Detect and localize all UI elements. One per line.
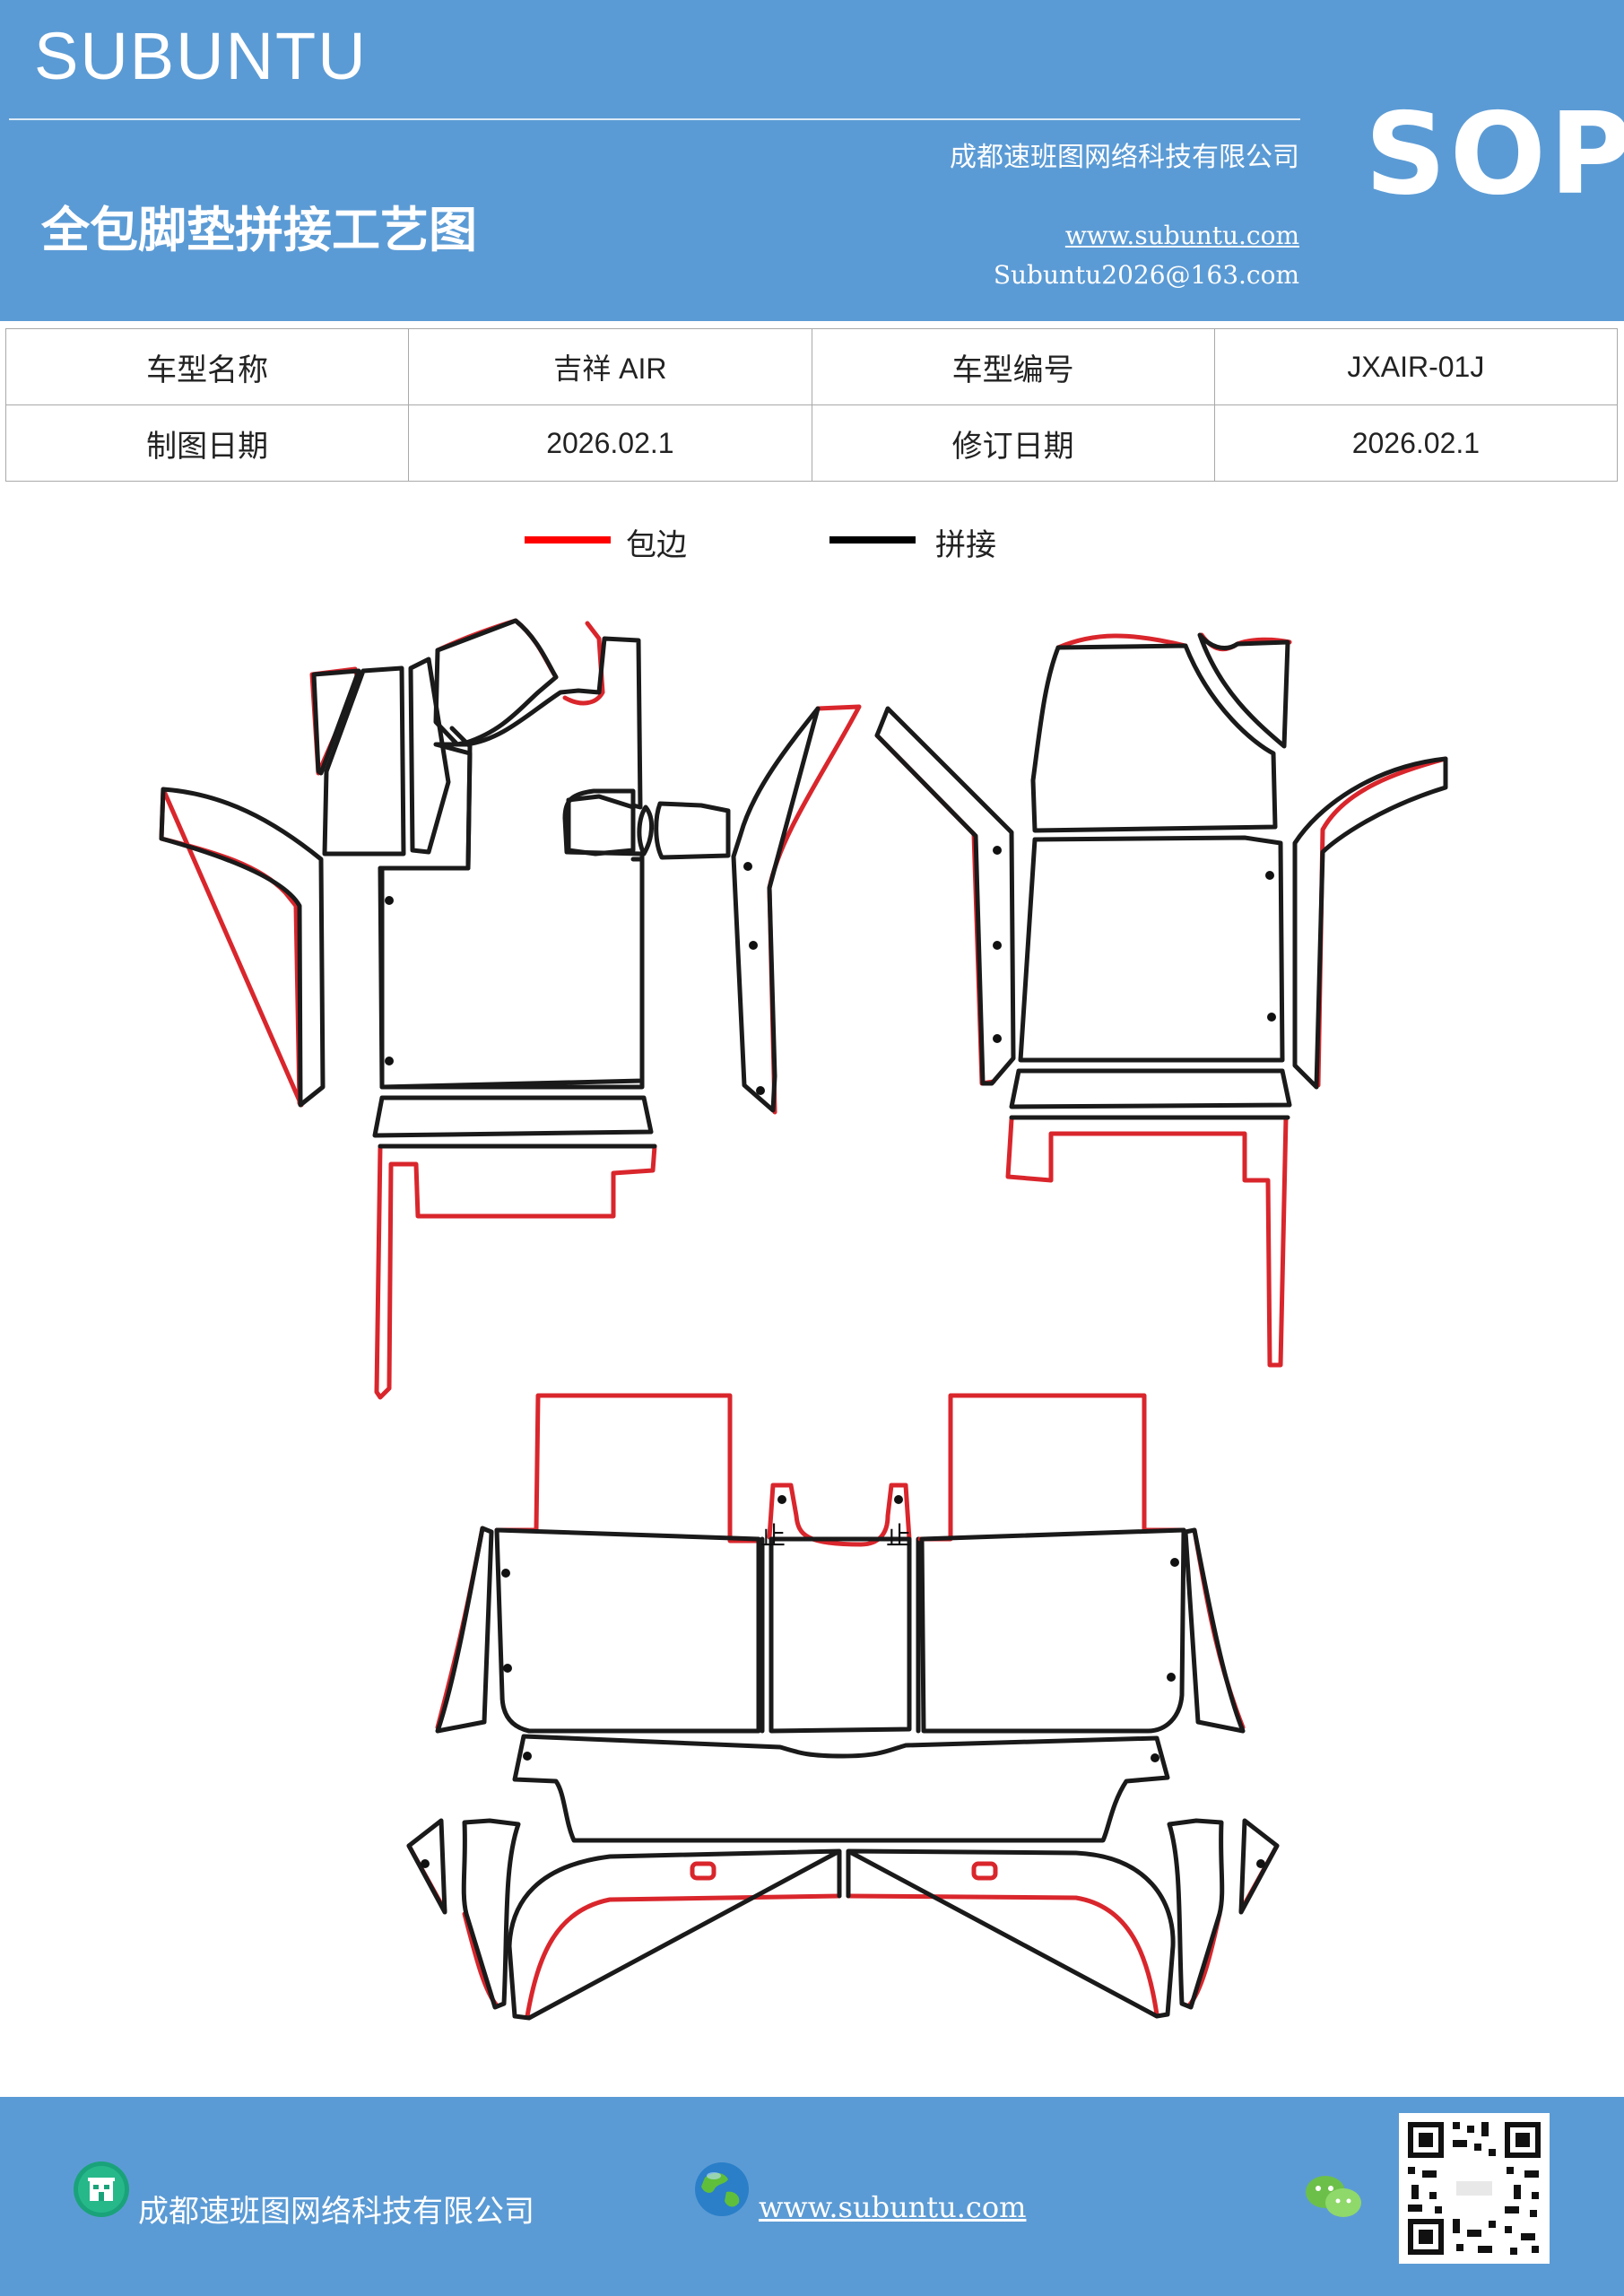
rear-floor-left <box>507 1848 842 2021</box>
rear-left-small-pieces <box>406 1818 521 2010</box>
driver-side-strip <box>322 665 406 857</box>
table-cell: 吉祥 AIR <box>408 328 812 405</box>
passenger-upper-panel <box>1030 643 1278 833</box>
brand-logo: SUBUNTU <box>34 19 368 93</box>
driver-side-mats <box>159 618 862 1400</box>
table-cell: 车型名称 <box>4 328 410 405</box>
rear-center-binding <box>767 1483 912 1547</box>
sop-badge: SOP <box>1365 88 1624 220</box>
passenger-main-mat <box>1018 835 1285 1063</box>
header-banner: SUBUNTU 成都速班图网络科技有限公司 全包脚垫拼接工艺图 www.subu… <box>0 0 1624 321</box>
fixing-hole <box>1170 1558 1179 1567</box>
driver-sill-strip <box>311 668 361 776</box>
rear-left-wedge <box>435 1526 494 1734</box>
table-cell: 车型编号 <box>811 328 1215 405</box>
passenger-rear-extension-binding <box>1005 1115 1289 1368</box>
building-icon <box>74 2161 129 2217</box>
driver-upper-panel <box>433 618 559 747</box>
table-row: 制图日期 2026.02.1 修订日期 2026.02.1 <box>4 404 1619 482</box>
rear-connector-strip <box>512 1734 1170 1843</box>
floor-mat-diagram: 止 止 <box>159 618 1448 2021</box>
qr-code <box>1399 2113 1550 2264</box>
fixing-hole <box>1256 1859 1265 1868</box>
table-row: 车型名称 吉祥 AIR 车型编号 JXAIR-01J <box>4 328 1619 405</box>
fixing-hole <box>523 1752 532 1761</box>
rear-center-mat <box>769 1536 912 1734</box>
footer-company: 成都速班图网络科技有限公司 <box>138 2194 534 2230</box>
footer-website-link[interactable]: www.subuntu.com <box>759 2190 1027 2224</box>
fixing-hole <box>993 846 1002 855</box>
table-cell: 2026.02.1 <box>408 404 812 482</box>
driver-pillar-strip <box>408 657 451 855</box>
rear-left-main-binding <box>494 1393 763 1544</box>
rear-right-main-mat <box>919 1527 1186 1734</box>
legend: 包边 拼接 <box>0 520 1624 574</box>
legend-label-seam: 拼接 <box>935 527 996 563</box>
header-email: Subuntu2026@163.com <box>993 260 1299 290</box>
table-cell: JXAIR-01J <box>1213 328 1619 405</box>
rear-right-small-pieces <box>1167 1818 1280 2010</box>
header-divider <box>9 118 1300 120</box>
pedal-pad-left <box>566 794 636 857</box>
table-cell: 修订日期 <box>811 404 1215 482</box>
fixing-hole <box>993 941 1002 950</box>
rear-floor-left-binding <box>525 1893 842 2019</box>
driver-door-strip <box>731 706 821 1113</box>
rear-row-mats: 止 止 <box>406 1393 1280 2021</box>
driver-main-mat <box>378 726 645 1090</box>
driver-toe-panel <box>378 636 645 1090</box>
fixing-hole <box>421 1859 430 1868</box>
rear-floor-right-slot <box>971 1861 998 1881</box>
driver-door-binding <box>767 704 862 1115</box>
legend-swatch-binding <box>525 536 611 544</box>
driver-rear-strip <box>372 1095 654 1138</box>
rear-floor-left-slot <box>690 1861 716 1881</box>
passenger-rear-strip <box>1009 1068 1292 1109</box>
rear-floor-right <box>846 1848 1176 2019</box>
stop-mark-left: 止 <box>760 1521 786 1551</box>
legend-label-binding: 包边 <box>626 527 687 563</box>
fixing-hole <box>743 862 752 871</box>
fixing-hole <box>993 1034 1002 1043</box>
stop-mark-right: 止 <box>886 1521 911 1551</box>
fixing-hole <box>503 1664 512 1673</box>
fixing-hole <box>1167 1673 1176 1682</box>
table-cell: 制图日期 <box>4 404 410 482</box>
passenger-side-mats <box>874 632 1448 1368</box>
legend-swatch-seam <box>829 536 916 544</box>
pedal-pad-center <box>637 804 654 857</box>
left-kick-panel-binding <box>159 787 304 1108</box>
header-company: 成都速班图网络科技有限公司 <box>950 142 1299 173</box>
right-kick-panel <box>1292 756 1448 1090</box>
fixing-hole <box>501 1569 510 1578</box>
fixing-hole <box>756 1086 765 1095</box>
left-kick-panel <box>159 787 326 1108</box>
passenger-upper-strip <box>1197 632 1290 749</box>
rear-floor-right-binding <box>846 1893 1159 2017</box>
vehicle-info-table: 车型名称 吉祥 AIR 车型编号 JXAIR-01J 制图日期 2026.02.… <box>4 328 1619 482</box>
passenger-door-strip <box>874 706 1016 1086</box>
footer-banner: 成都速班图网络科技有限公司 www.subuntu.com <box>0 2097 1624 2296</box>
header-website-link[interactable]: www.subuntu.com <box>1064 221 1299 250</box>
globe-icon <box>695 2162 749 2216</box>
fixing-hole <box>1267 1013 1276 1022</box>
driver-rear-extension-binding <box>374 1144 657 1400</box>
fixing-hole <box>777 1495 786 1504</box>
fixing-hole <box>1265 871 1274 880</box>
fixing-hole <box>749 941 758 950</box>
fixing-hole <box>385 896 394 905</box>
rear-right-main-binding <box>917 1393 1186 1542</box>
rear-right-wedge <box>1183 1527 1246 1734</box>
wechat-icon <box>1306 2176 1361 2217</box>
pedal-pad-right <box>654 801 731 860</box>
fixing-hole <box>1151 1753 1159 1762</box>
document-title: 全包脚垫拼接工艺图 <box>41 201 477 258</box>
table-cell: 2026.02.1 <box>1213 404 1619 482</box>
rear-left-main-mat <box>494 1527 761 1734</box>
fixing-hole <box>385 1057 394 1065</box>
fixing-hole <box>894 1495 903 1504</box>
right-kick-panel-binding <box>1310 756 1448 1088</box>
